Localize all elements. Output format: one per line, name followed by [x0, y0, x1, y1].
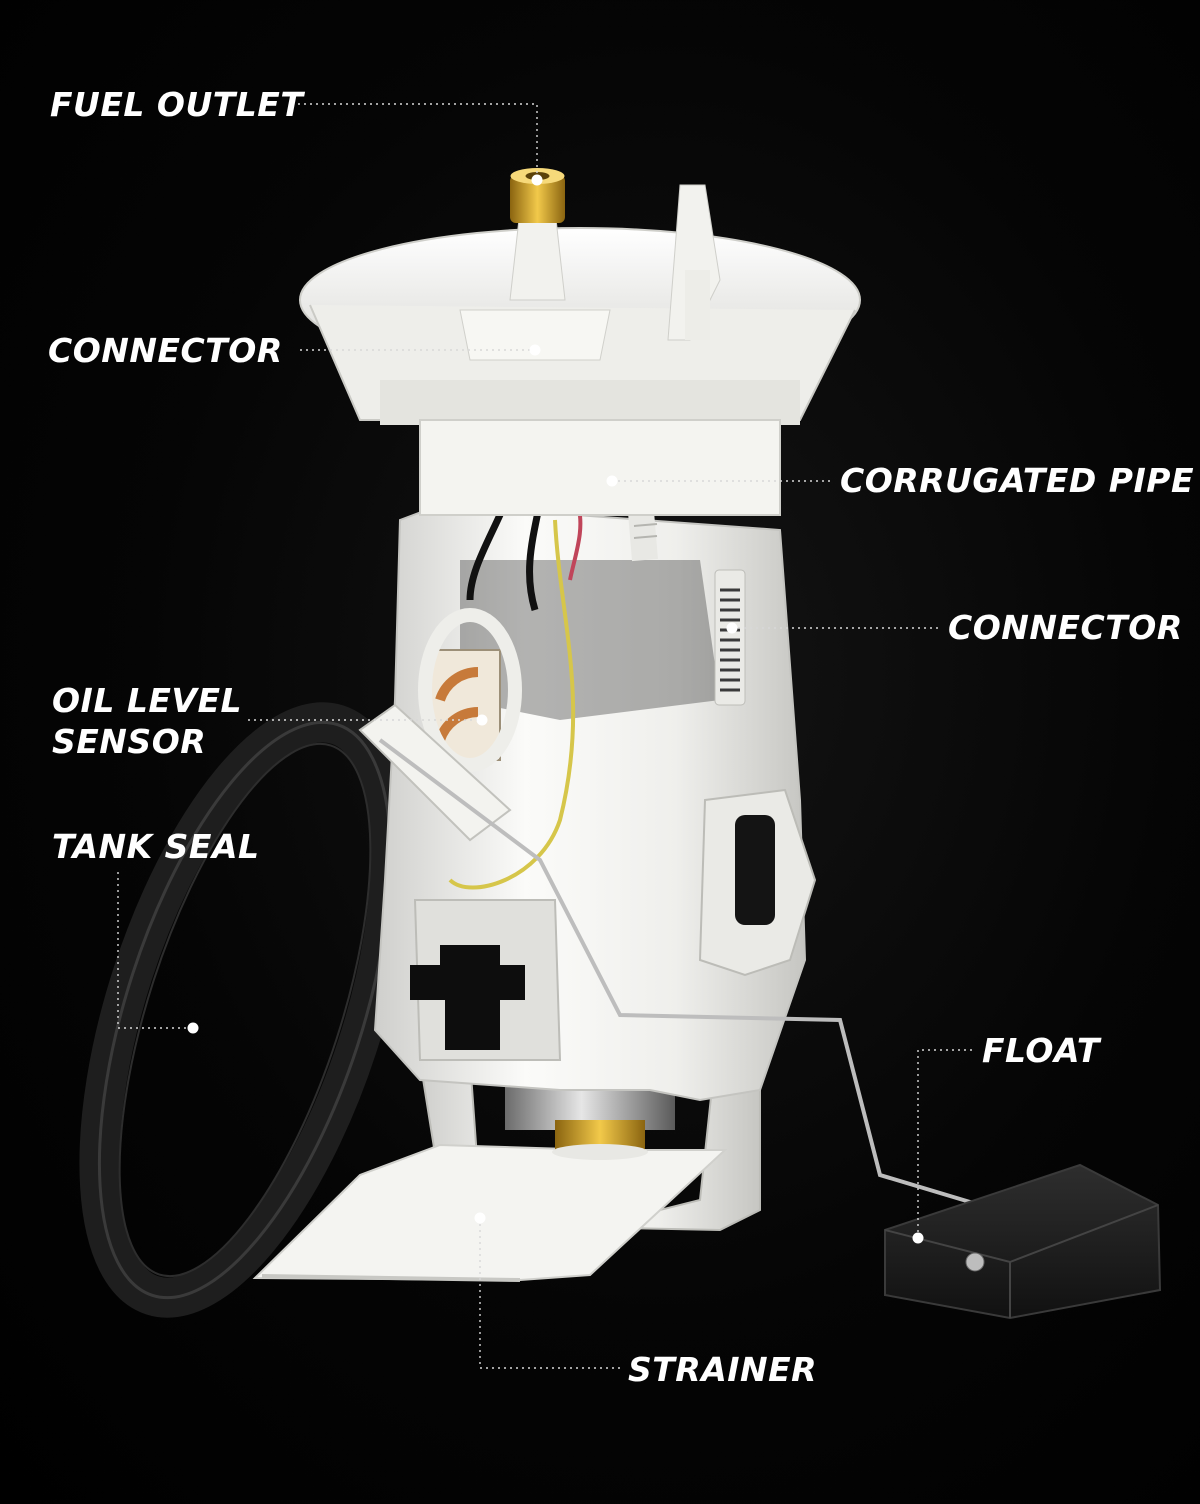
- float-block: [884, 1163, 1162, 1320]
- marker-dots: [187, 174, 924, 1244]
- top-flange: [299, 184, 861, 516]
- leader-lines: [117, 103, 975, 1369]
- label-corrugated-pipe: CORRUGATED PIPE: [840, 461, 1194, 500]
- label-tank-seal: TANK SEAL: [52, 827, 260, 866]
- float-arm: [378, 738, 981, 1207]
- label-connector-right: CONNECTOR: [948, 608, 1183, 647]
- label-strainer: STRAINER: [628, 1350, 818, 1389]
- label-connector-top: CONNECTOR: [48, 331, 283, 370]
- tank-seal-ring: [79, 702, 411, 1318]
- label-oil-level-line-1: OIL LEVEL: [52, 681, 243, 720]
- label-float: FLOAT: [982, 1031, 1100, 1070]
- level-sensor-board: [358, 608, 522, 842]
- label-oil-level-sensor: OIL LEVEL SENSOR: [52, 680, 242, 762]
- strainer-filter: [252, 1143, 728, 1282]
- label-fuel-outlet: FUEL OUTLET: [50, 85, 304, 124]
- label-oil-level-line-2: SENSOR: [52, 722, 207, 761]
